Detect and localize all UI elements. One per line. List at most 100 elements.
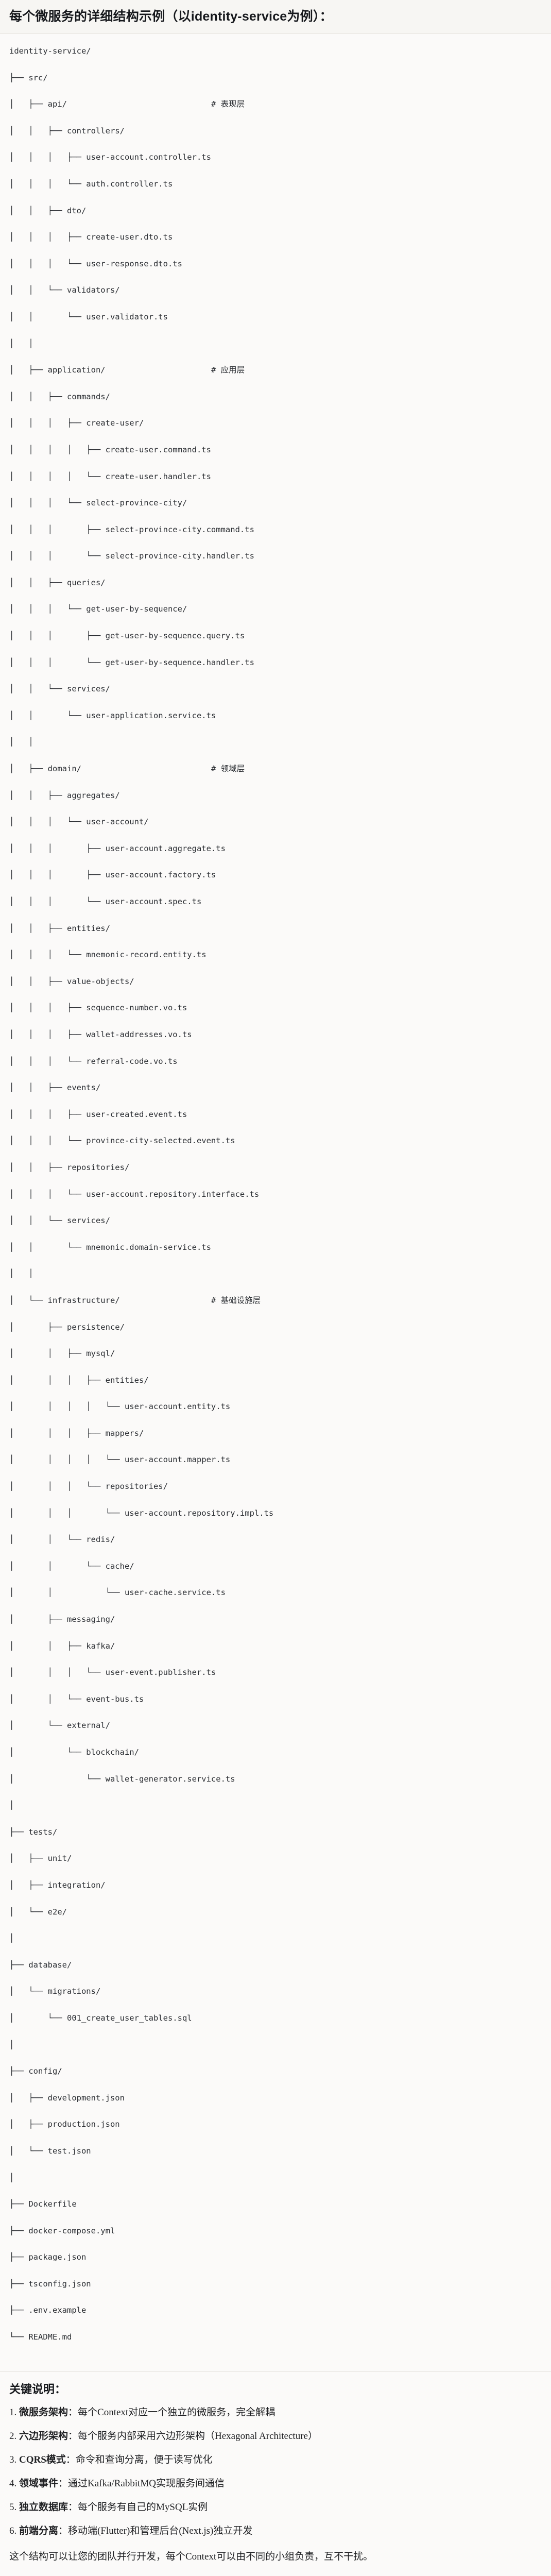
tree-line: │ └── blockchain/ — [9, 1746, 542, 1759]
key-point-number: 5. — [9, 2501, 19, 2513]
tree-node-comment: # 基础设施层 — [211, 1295, 261, 1305]
key-point-number: 1. — [9, 2406, 19, 2418]
tree-line: │ │ │ └── user-account.repository.interf… — [9, 1188, 542, 1201]
tree-gap — [120, 1296, 211, 1305]
tree-line: │ │ └── redis/ — [9, 1533, 542, 1547]
tree-node-path: │ │ │ └── user-account.repository.interf… — [9, 1189, 260, 1199]
key-point-term: 前端分离 — [19, 2525, 59, 2536]
tree-line: │ │ │ │ └── user-account.entity.ts — [9, 1400, 542, 1414]
tree-node-path: │ — [9, 2173, 14, 2182]
tree-line: │ │ │ └── select-province-city.handler.t… — [9, 550, 542, 563]
tree-line: │ │ │ └── user-account.spec.ts — [9, 895, 542, 909]
tree-line: │ │ │ └── user-account/ — [9, 816, 542, 829]
key-point-body: ：每个服务内部采用六边形架构（Hexagonal Architecture） — [68, 2430, 318, 2442]
tree-line: │ │ ├── kafka/ — [9, 1640, 542, 1653]
tree-node-path: │ │ └── user-application.service.ts — [9, 710, 216, 720]
tree-line: ├── tests/ — [9, 1826, 542, 1839]
tree-line: │ ├── messaging/ — [9, 1613, 542, 1626]
tree-line: │ ├── persistence/ — [9, 1321, 542, 1334]
tree-node-path: │ └── external/ — [9, 1721, 110, 1731]
tree-node-path: │ │ │ │ └── user-account.entity.ts — [9, 1402, 231, 1412]
tree-node-path: │ │ │ └── user-response.dto.ts — [9, 259, 182, 268]
key-point-body: ：每个Context对应一个独立的微服务，完全解耦 — [68, 2406, 276, 2418]
tree-line: │ │ └── user-application.service.ts — [9, 709, 542, 723]
tree-node-path: │ │ └── validators/ — [9, 285, 120, 295]
tree-node-path: │ └── test.json — [9, 2146, 91, 2156]
tree-node-path: ├── package.json — [9, 2252, 87, 2262]
tree-node-path: │ │ ├── value-objects/ — [9, 976, 134, 986]
tree-node-path: ├── .env.example — [9, 2306, 87, 2315]
tree-gap — [106, 365, 211, 375]
tree-line: │ │ │ │ └── create-user.handler.ts — [9, 470, 542, 484]
tree-node-path: │ │ │ └── user-account.spec.ts — [9, 897, 202, 906]
tree-line: │ ├── production.json — [9, 2118, 542, 2131]
tree-line: │ │ ├── queries/ — [9, 577, 542, 590]
closing-paragraph: 这个结构可以让您的团队并行开发，每个Context可以由不同的小组负责，互不干扰… — [9, 2551, 373, 2562]
tree-node-path: │ └── infrastructure/ — [9, 1295, 120, 1305]
key-point-body: ：每个服务有自己的MySQL实例 — [68, 2501, 208, 2513]
key-point-item: 1. 微服务架构：每个Context对应一个独立的微服务，完全解耦 — [9, 2405, 542, 2420]
tree-line: │ └── e2e/ — [9, 1906, 542, 1919]
tree-node-path: │ │ ├── dto/ — [9, 206, 87, 215]
tree-node-path: │ │ │ │ └── create-user.handler.ts — [9, 471, 211, 481]
tree-line: │ │ │ └── get-user-by-sequence/ — [9, 603, 542, 616]
tree-node-path: ├── database/ — [9, 1960, 72, 1970]
tree-line: │ — [9, 1799, 542, 1812]
tree-node-path: │ ├── domain/ — [9, 764, 81, 774]
tree-node-path: │ │ │ ├── create-user/ — [9, 418, 144, 428]
tree-line: │ │ │ └── user-event.publisher.ts — [9, 1666, 542, 1680]
tree-node-comment: # 表现层 — [211, 99, 245, 109]
tree-node-path: │ — [9, 2040, 14, 2049]
tree-line: │ │ ├── mysql/ — [9, 1347, 542, 1361]
tree-line: │ │ ├── repositories/ — [9, 1161, 542, 1175]
tree-node-path: │ │ │ └── repositories/ — [9, 1482, 168, 1492]
tree-line: │ │ │ ├── get-user-by-sequence.query.ts — [9, 630, 542, 643]
tree-line: │ └── external/ — [9, 1719, 542, 1733]
key-point-term: 微服务架构 — [19, 2406, 68, 2418]
key-point-number: 3. — [9, 2454, 19, 2465]
tree-line: │ ├── api/ # 表现层 — [9, 98, 542, 111]
tree-node-path: ├── src/ — [9, 73, 48, 82]
tree-line: │ │ — [9, 736, 542, 749]
tree-line: ├── database/ — [9, 1959, 542, 1972]
tree-line: ├── .env.example — [9, 2304, 542, 2317]
tree-node-path: │ │ ├── commands/ — [9, 392, 110, 401]
tree-node-path: │ │ ├── kafka/ — [9, 1641, 115, 1651]
tree-node-path: │ │ ├── repositories/ — [9, 1162, 130, 1172]
tree-node-path: │ │ — [9, 737, 33, 747]
tree-line: │ └── infrastructure/ # 基础设施层 — [9, 1294, 542, 1308]
tree-node-comment: # 应用层 — [211, 365, 245, 375]
tree-line: │ └── migrations/ — [9, 1985, 542, 1998]
tree-node-path: │ │ │ └── select-province-city/ — [9, 498, 187, 508]
directory-tree: identity-service/ ├── src/ │ ├── api/ # … — [9, 45, 542, 2358]
tree-node-path: │ │ │ └── user-event.publisher.ts — [9, 1668, 216, 1677]
tree-node-path: │ │ ├── aggregates/ — [9, 790, 120, 800]
tree-line: │ │ └── user-cache.service.ts — [9, 1586, 542, 1600]
tree-line: identity-service/ — [9, 45, 542, 58]
tree-node-path: │ │ │ │ ├── create-user.command.ts — [9, 445, 211, 454]
tree-node-path: │ │ │ └── province-city-selected.event.t… — [9, 1136, 235, 1146]
tree-node-path: │ │ ├── events/ — [9, 1083, 101, 1093]
header: 每个微服务的详细结构示例（以identity-service为例）： — [0, 0, 551, 33]
tree-node-path: │ │ │ ├── mappers/ — [9, 1428, 144, 1438]
tree-line: │ │ ├── value-objects/ — [9, 975, 542, 989]
tree-node-path: │ — [9, 1934, 14, 1943]
tree-line: │ │ │ ├── entities/ — [9, 1374, 542, 1387]
tree-node-path: │ │ ├── controllers/ — [9, 126, 125, 135]
key-point-body: ：通过Kafka/RabbitMQ实现服务间通信 — [58, 2478, 225, 2489]
tree-node-path: │ │ │ ├── wallet-addresses.vo.ts — [9, 1029, 192, 1039]
tree-line: │ │ │ └── get-user-by-sequence.handler.t… — [9, 656, 542, 670]
tree-node-path: │ └── 001_create_user_tables.sql — [9, 2013, 192, 2023]
tree-node-path: │ │ └── event-bus.ts — [9, 1694, 144, 1704]
key-point-number: 6. — [9, 2525, 19, 2536]
tree-node-path: │ │ — [9, 338, 33, 348]
key-point-term: CQRS模式 — [19, 2454, 66, 2465]
key-point-item: 5. 独立数据库：每个服务有自己的MySQL实例 — [9, 2500, 542, 2515]
tree-line: │ │ │ ├── user-account.factory.ts — [9, 869, 542, 882]
tree-node-path: │ │ │ └── user-account.repository.impl.t… — [9, 1508, 274, 1518]
tree-node-path: identity-service/ — [9, 46, 91, 56]
page-title: 每个微服务的详细结构示例（以identity-service为例）： — [9, 9, 333, 24]
tree-line: │ ├── unit/ — [9, 1852, 542, 1866]
tree-line: │ │ │ └── user-response.dto.ts — [9, 258, 542, 271]
